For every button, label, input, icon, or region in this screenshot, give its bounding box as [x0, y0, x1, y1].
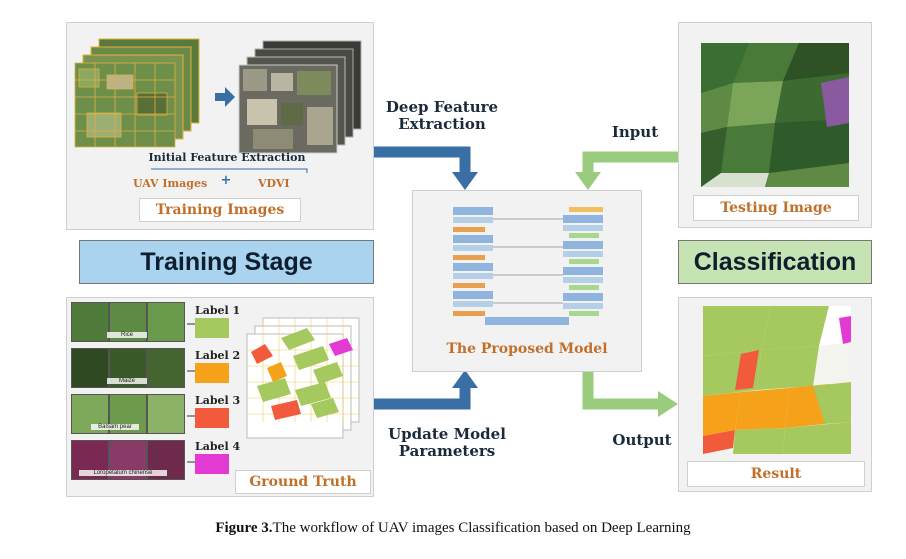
- testing-image-panel: Testing Image: [678, 22, 872, 228]
- figure-caption-text: The workflow of UAV images Classificatio…: [272, 520, 691, 536]
- label-3-swatch: [195, 408, 229, 428]
- training-images-caption: Training Images: [139, 198, 301, 222]
- label-4-text: Label 4: [195, 440, 241, 453]
- input-label: Input: [611, 123, 659, 141]
- rice-thumb-3: [147, 302, 185, 342]
- maize-thumb-1: [71, 348, 109, 388]
- update-params-arrow: [372, 385, 471, 410]
- balsam-thumb-1: [71, 394, 109, 434]
- model-architecture-diagram: [453, 207, 603, 325]
- uav-tile-grid: [74, 62, 176, 148]
- output-label: Output: [612, 431, 672, 449]
- label-2-text: Label 2: [195, 349, 241, 362]
- classification-result-map: [703, 306, 851, 454]
- extraction-bracket: [150, 168, 308, 173]
- maize-thumb-3: [147, 348, 185, 388]
- crop-name-maize: Maize: [107, 378, 147, 384]
- decoder-blocks: [563, 207, 603, 316]
- crop-name-loropetalum: Loropetalum chinense: [79, 470, 167, 476]
- training-images-panel: Initial Feature Extraction UAV Images + …: [66, 22, 374, 230]
- result-panel: Result: [678, 297, 872, 492]
- initial-feature-extraction-label: Initial Feature Extraction: [148, 151, 306, 164]
- crop-name-balsam-pear: Balsam pear: [91, 424, 139, 430]
- deep-feature-extraction-label: Deep Feature Extraction: [385, 98, 499, 134]
- label-1-swatch: [195, 318, 229, 338]
- input-arrow: [582, 151, 678, 174]
- vdvi-label: VDVI: [258, 177, 290, 190]
- testing-aerial-image: [701, 43, 849, 187]
- testing-image-caption: Testing Image: [693, 195, 859, 221]
- stack-arrow-icon: [215, 87, 235, 107]
- figure-caption: Figure 3.The workflow of UAV images Clas…: [0, 520, 906, 537]
- proposed-model-panel: The Proposed Model: [412, 190, 642, 372]
- update-params-arrowhead: [452, 370, 478, 388]
- uav-image-stack: [74, 38, 362, 173]
- input-arrowhead: [575, 172, 601, 190]
- output-arrow: [582, 370, 660, 410]
- output-arrowhead: [658, 391, 678, 417]
- classification-label: Classification: [678, 240, 872, 284]
- patch-stack: [238, 40, 362, 154]
- label-3-text: Label 3: [195, 394, 241, 407]
- encoder-blocks: [453, 207, 493, 316]
- label-2-swatch: [195, 363, 229, 383]
- figure-caption-prefix: Figure 3.: [215, 520, 273, 536]
- label-1-text: Label 1: [195, 304, 241, 317]
- uav-images-label: UAV Images: [133, 177, 208, 190]
- bottleneck-block: [485, 317, 569, 325]
- ground-truth-caption: Ground Truth: [235, 470, 371, 494]
- result-caption: Result: [687, 461, 865, 487]
- update-model-parameters-label: Update Model Parameters: [388, 425, 506, 461]
- proposed-model-caption: The Proposed Model: [446, 341, 608, 357]
- ground-truth-panel: Rice Maize Balsam pear Loropetalum chine…: [66, 297, 374, 497]
- rice-thumb-1: [71, 302, 109, 342]
- ground-truth-map-stack: [246, 317, 360, 439]
- label-4-swatch: [195, 454, 229, 474]
- training-stage-label: Training Stage: [79, 240, 374, 284]
- balsam-thumb-3: [147, 394, 185, 434]
- skip-connections: [493, 218, 563, 304]
- crop-name-rice: Rice: [107, 332, 147, 338]
- deep-feature-arrow: [372, 146, 471, 174]
- plus-sign: +: [220, 173, 232, 188]
- deep-feature-arrowhead: [452, 172, 478, 190]
